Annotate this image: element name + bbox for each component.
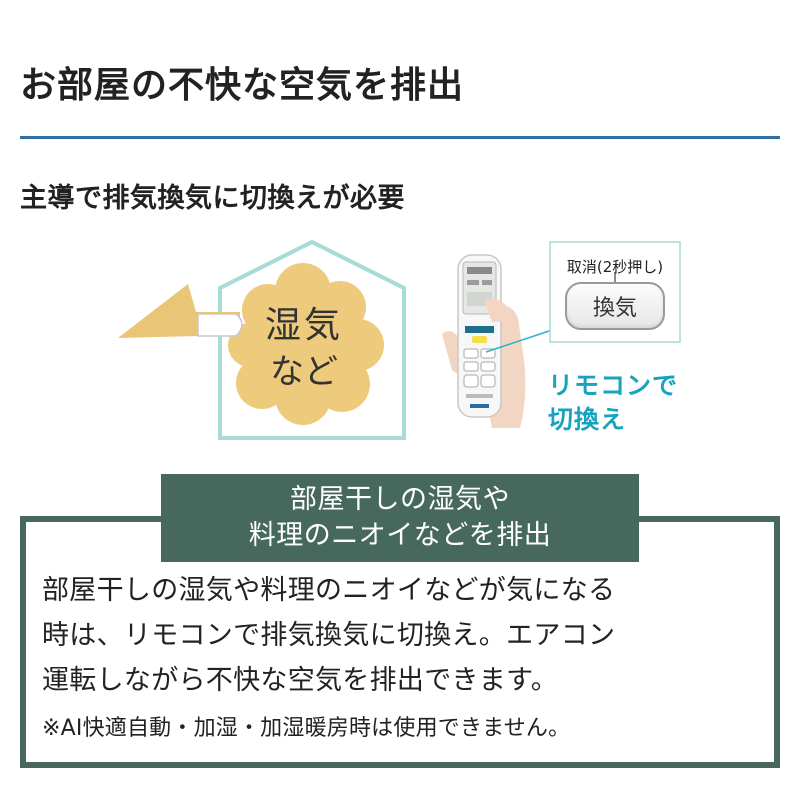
cancel-hold-label: 取消(2秒押し) — [566, 258, 664, 276]
feature-box-header: 部屋干しの湿気や 料理のニオイなどを排出 — [161, 474, 639, 562]
description-line2: 時は、リモコンで排気換気に切換え。エアコン — [42, 620, 616, 651]
remote-caption-line1: リモコンで — [548, 371, 679, 400]
description-line3: 運転しながら不快な空気を排出できます。 — [42, 665, 558, 696]
description-line1: 部屋干しの湿気や料理のニオイなどが気になる — [42, 575, 616, 606]
remote-caption-line2: 切換え — [548, 405, 627, 434]
cloud-text-etc: など — [270, 352, 338, 392]
callout-line — [485, 329, 553, 353]
ventilation-button: 換気 — [565, 282, 665, 330]
remote-caption: リモコンで 切換え — [548, 369, 678, 437]
feature-description: 部屋干しの湿気や料理のニオイなどが気になる 時は、リモコンで排気換気に切換え。エ… — [42, 568, 762, 703]
usage-note: ※AI快適自動・加湿・加湿暖房時は使用できません。 — [42, 716, 571, 741]
cloud-text-humidity: 湿気 — [264, 305, 343, 346]
title-divider — [20, 136, 780, 139]
vent-nozzle-icon — [197, 313, 243, 337]
subtitle: 主導で排気換気に切換えが必要 — [20, 183, 405, 214]
remote-control — [457, 254, 502, 418]
page-title: お部屋の不快な空気を排出 — [20, 65, 465, 106]
feature-header-line2: 料理のニオイなどを排出 — [248, 520, 552, 551]
humidity-cloud-icon — [228, 263, 384, 425]
feature-header-line1: 部屋干しの湿気や — [290, 484, 510, 515]
illustration — [118, 239, 681, 440]
ventilation-button-label: 換気 — [592, 296, 637, 321]
